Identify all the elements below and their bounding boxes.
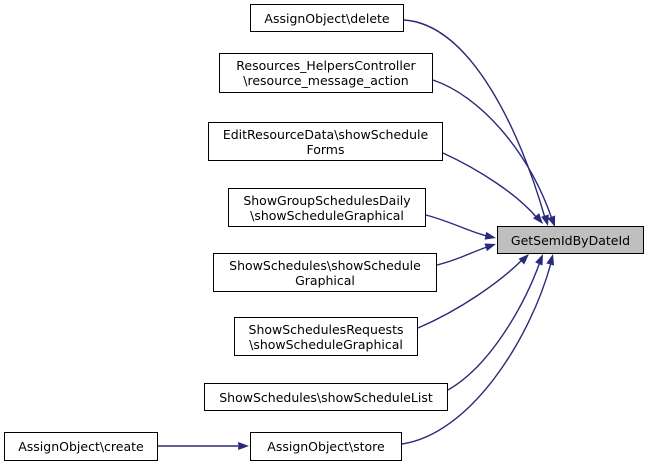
graph-node-assignobject-delete[interactable]: AssignObject\delete — [250, 4, 404, 32]
arrowhead-e-store — [546, 254, 555, 266]
graph-node-showgroupschedulesdaily-showschedulegraphical[interactable]: ShowGroupSchedulesDaily \showScheduleGra… — [228, 188, 426, 227]
node-label: ShowGroupSchedulesDaily \showScheduleGra… — [243, 192, 411, 223]
arrowhead-e-create-store — [238, 442, 249, 450]
node-label: ShowSchedulesRequests \showScheduleGraph… — [248, 321, 404, 352]
edge-e-groupdaily — [425, 214, 488, 237]
graph-node-showschedules-showschedulegraphical[interactable]: ShowSchedules\showSchedule Graphical — [213, 253, 437, 292]
graph-node-getsemidbydateid-current[interactable]: GetSemIdByDateId — [497, 226, 644, 254]
graph-node-editresourcedata-showscheduleforms[interactable]: EditResourceData\showSchedule Forms — [208, 122, 443, 161]
node-label: EditResourceData\showSchedule Forms — [222, 126, 429, 157]
edge-e-editres — [442, 152, 538, 219]
edge-e-showgraph — [436, 246, 488, 266]
arrowhead-e-editres — [532, 213, 543, 224]
arrowhead-e-list — [535, 254, 543, 266]
arrowhead-e-showgraph — [484, 243, 496, 252]
node-label: Resources_HelpersController \resource_me… — [236, 58, 416, 88]
graph-node-resources-helperscontroller-resource-message-action[interactable]: Resources_HelpersController \resource_me… — [219, 53, 433, 93]
node-label: AssignObject\store — [267, 439, 385, 454]
node-label: ShowSchedules\showSchedule Graphical — [229, 257, 421, 288]
node-label: AssignObject\delete — [264, 10, 390, 26]
graph-node-showschedules-showschedulelist[interactable]: ShowSchedules\showScheduleList — [204, 383, 448, 411]
edge-e-helpers — [432, 79, 553, 220]
graph-node-showschedulesrequests-showschedulegraphical[interactable]: ShowSchedulesRequests \showScheduleGraph… — [234, 317, 418, 356]
node-label: AssignObject\create — [18, 439, 144, 454]
graph-node-assignobject-store[interactable]: AssignObject\store — [250, 432, 402, 461]
node-label: GetSemIdByDateId — [510, 232, 631, 248]
graph-node-assignobject-create[interactable]: AssignObject\create — [4, 432, 158, 461]
arrowhead-e-groupdaily — [484, 231, 496, 240]
node-label: ShowSchedules\showScheduleList — [219, 389, 433, 405]
edge-e-list — [447, 261, 541, 391]
